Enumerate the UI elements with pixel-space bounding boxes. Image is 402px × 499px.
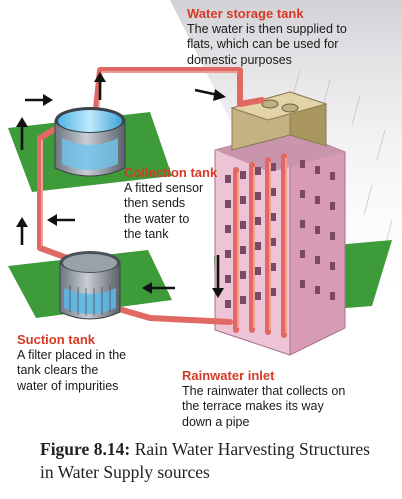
figure-caption-text: Rain Water Harvesting Structures in Wate… [40,439,370,482]
collection-tank-label: Collection tank A fitted sensor then sen… [124,165,217,243]
figure-number: Figure 8.14: [40,439,131,459]
rainwater-harvesting-diagram [8,0,402,356]
arrow-left-mid-icon [47,214,75,226]
arrow-up-mid-icon [16,217,28,245]
collection-tank-title: Collection tank [124,165,218,180]
water-storage-tank-graphic [230,91,328,151]
arrow-up-left-icon [16,117,28,150]
arrow-left-inlet-icon [142,282,175,294]
arrow-right-top-icon [25,94,53,106]
suction-tank-label: Suction tank A filter placed in the tank… [17,332,126,394]
water-storage-tank-title: Water storage tank [187,6,304,21]
suction-tank-graphic [59,251,121,320]
pipe-highlights [41,71,287,333]
arrow-right-roof-icon [194,88,226,101]
water-storage-tank-label: Water storage tank The water is then sup… [187,6,347,68]
arrow-up-top-icon [94,72,106,100]
collection-tank-graphic [54,107,126,177]
rainwater-inlet-label: Rainwater inlet The rainwater that colle… [182,368,345,430]
flow-arrows [16,72,226,298]
figure-caption: Figure 8.14: Rain Water Harvesting Struc… [40,438,370,484]
suction-tank-text: A filter placed in the tank clears the w… [17,347,127,393]
collection-tank-text: A fitted sensor then sends the water to … [124,180,204,242]
rainwater-inlet-title: Rainwater inlet [182,368,275,383]
water-storage-tank-text: The water is then supplied to flats, whi… [187,21,347,67]
rainwater-inlet-text: The rainwater that collects on the terra… [182,383,346,429]
arrow-down-building-icon [212,255,224,298]
suction-tank-title: Suction tank [17,332,96,347]
